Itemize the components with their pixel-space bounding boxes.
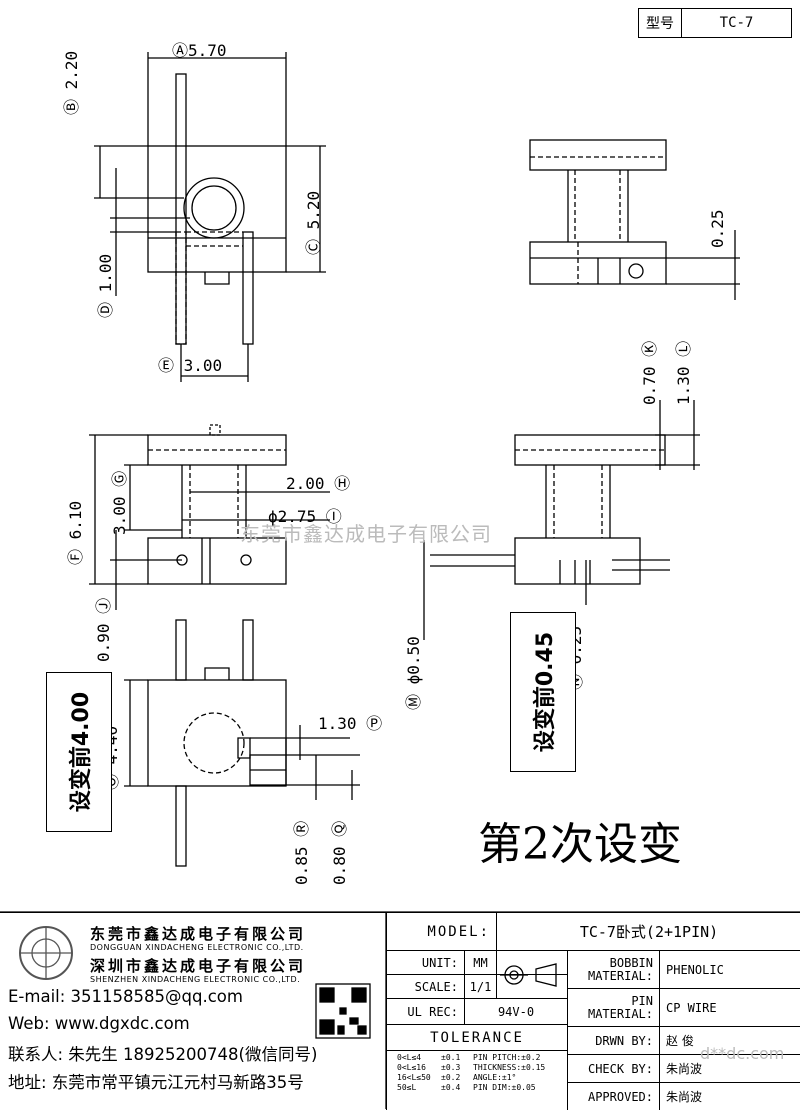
dim-l: 1.30 Ⓛ [674,340,693,405]
row-tolerance: TOLERANCE [387,1025,567,1051]
qr-code [315,983,371,1039]
tolerance-label: TOLERANCE [430,1029,524,1046]
dim-f: Ⓕ 6.10 [66,500,85,565]
row-model: MODEL: TC-7卧式(2+1PIN) [387,913,800,951]
dim-c: Ⓒ 5.20 [304,190,323,255]
company-name-en-2: SHENZHEN XINDACHENG ELECTRONIC CO.,LTD. [90,975,301,984]
dim-h: 2.00 Ⓗ [286,474,351,493]
contact-person: 联系人: 朱先生 18925200748(微信同号) [8,1045,318,1064]
drwn-label: DRWN BY: [568,1027,660,1054]
dim-e: Ⓔ 3.00 [158,356,223,375]
company-name-cn: 东莞市鑫达成电子有限公司 [90,925,307,943]
dim-i: ϕ2.75 Ⓘ [268,507,342,526]
title-block: 东莞市鑫达成电子有限公司 DONGGUAN XINDACHENG ELECTRO… [0,912,800,1110]
corner-watermark: d**dc.com [700,1044,785,1063]
dim-a: Ⓐ5.70 [172,41,227,60]
scale-value: 1/1 [465,975,497,998]
check-value: 朱尚波 [666,1062,703,1076]
title-grid: MODEL: TC-7卧式(2+1PIN) UNIT: MM SCALE: 1/… [386,913,800,1110]
company-logo [19,926,73,980]
dim-k: 0.70 Ⓚ [640,340,659,405]
side-view-top [529,139,740,300]
row-check: CHECK BY: 朱尚波 [568,1055,800,1083]
dim-g: 3.00 Ⓖ [110,470,129,535]
approved-label: APPROVED: [568,1083,660,1110]
bobbin-label: BOBBIN MATERIAL: [568,951,660,988]
email: E-mail: 351158585@qq.com [8,987,243,1006]
unit-value: MM [465,951,497,974]
pin-label: PIN MATERIAL: [568,989,660,1026]
row-unit: UNIT: MM [387,951,567,975]
watermark: 东莞市鑫达成电子有限公司 [240,522,492,546]
dim-m: Ⓜ ϕ0.50 [404,636,423,710]
side-view-middle [423,400,700,640]
check-label: CHECK BY: [568,1055,660,1082]
ulrec-value: 94V-0 [497,1004,535,1019]
dim-p: 1.30 Ⓟ [318,714,383,733]
model-value: TC-7 [719,15,754,31]
row-drwn: DRWN BY: 赵 俊 [568,1027,800,1055]
model-label: MODEL: [387,913,497,950]
row-scale: SCALE: 1/1 [387,975,567,999]
note-before-o: 设变前4.00 [46,672,112,832]
scale-label: SCALE: [387,975,465,998]
dim-j: 0.90 Ⓙ [94,597,113,662]
note-before-n: 设变前0.45 [510,612,576,772]
revision-label: 第2次设变 [478,819,682,870]
address: 地址: 东莞市常平镇元江元村马新路35号 [8,1073,304,1092]
dim-side: 0.25 [708,209,727,248]
bobbin-value: PHENOLIC [666,962,724,977]
dim-b: Ⓑ 2.20 [62,50,81,115]
approved-value: 朱尚波 [666,1090,703,1104]
ulrec-label: UL REC: [387,999,465,1024]
materials-block: BOBBIN MATERIAL: PHENOLIC PIN MATERIAL: … [567,951,800,1110]
row-approved: APPROVED: 朱尚波 [568,1083,800,1110]
company-name-en: DONGGUAN XINDACHENG ELECTRONIC CO.,LTD. [90,943,304,952]
front-view-bottom [124,619,360,867]
front-view-top [94,52,326,382]
website: Web: www.dgxdc.com [8,1014,190,1033]
row-ulrec: UL REC: 94V-0 [387,999,567,1025]
pin-value: CP WIRE [666,1000,717,1015]
dim-d: Ⓓ 1.00 [96,253,115,318]
unit-label: UNIT: [387,951,465,974]
drwn-value: 赵 俊 [666,1034,694,1048]
row-pin: PIN MATERIAL: CP WIRE [568,989,800,1027]
dim-r: 0.85 Ⓡ [292,820,311,885]
company-name-cn-2: 深圳市鑫达成电子有限公司 [90,957,307,975]
projection-symbol [500,963,557,987]
model-key: 型号 [639,9,682,37]
dim-q: 0.80 Ⓠ [330,820,349,885]
model-value: TC-7卧式(2+1PIN) [579,923,719,941]
model-header-box: 型号 TC-7 [638,8,792,38]
row-bobbin: BOBBIN MATERIAL: PHENOLIC [568,951,800,989]
front-view-middle [89,424,330,610]
